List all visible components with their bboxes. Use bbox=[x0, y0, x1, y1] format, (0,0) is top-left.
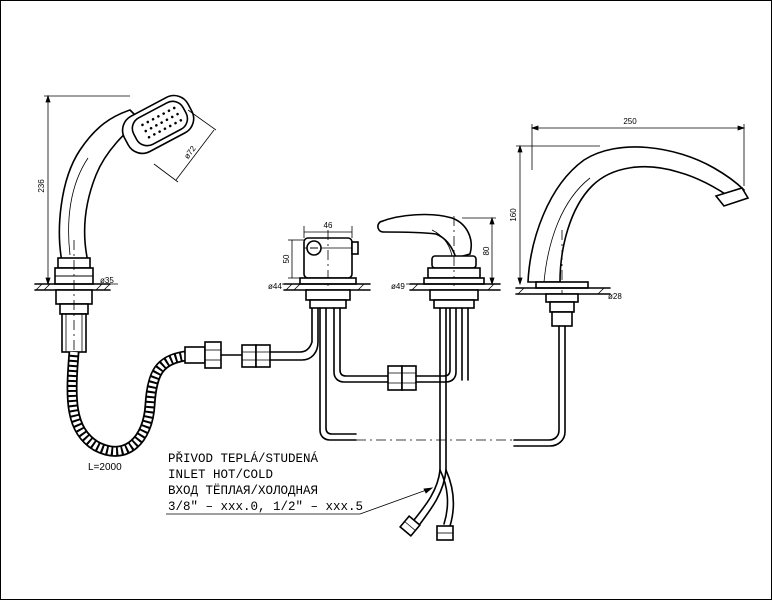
dim-mixer-height: 80 bbox=[482, 246, 491, 255]
note-line-3: ВХОД ТЁПЛАЯ/ХОЛОДНАЯ bbox=[168, 484, 318, 498]
dim-diverter-height: 50 bbox=[282, 254, 291, 263]
dim-shower-base-dia: ø35 bbox=[100, 276, 114, 285]
dim-shower-head-dia: ø72 bbox=[182, 144, 198, 161]
hose-length-label: L=2000 bbox=[88, 462, 122, 473]
dim-mixer-base-dia: ø49 bbox=[391, 282, 405, 291]
dim-shower-height: 236 bbox=[37, 179, 46, 193]
inlet-hoses bbox=[399, 469, 455, 541]
dim-diverter-base-dia: ø44 bbox=[268, 282, 282, 291]
dimension-lines bbox=[44, 94, 746, 515]
dim-diverter-width: 46 bbox=[324, 221, 333, 230]
note-line-1: PŘIVOD TEPLÁ/STUDENÁ bbox=[168, 451, 319, 466]
note-line-2: INLET HOT/COLD bbox=[168, 468, 273, 482]
mixer bbox=[377, 213, 501, 471]
dim-spout-height: 160 bbox=[509, 208, 518, 222]
spout bbox=[513, 146, 750, 447]
diverter bbox=[283, 230, 389, 441]
braided-hose bbox=[66, 299, 319, 457]
dim-spout-reach: 250 bbox=[623, 117, 637, 126]
dim-spout-base-dia: ø28 bbox=[608, 292, 622, 301]
hand-shower bbox=[34, 94, 195, 353]
note-line-4: 3/8" – xxx.0, 1/2" – xxx.5 bbox=[168, 500, 363, 514]
